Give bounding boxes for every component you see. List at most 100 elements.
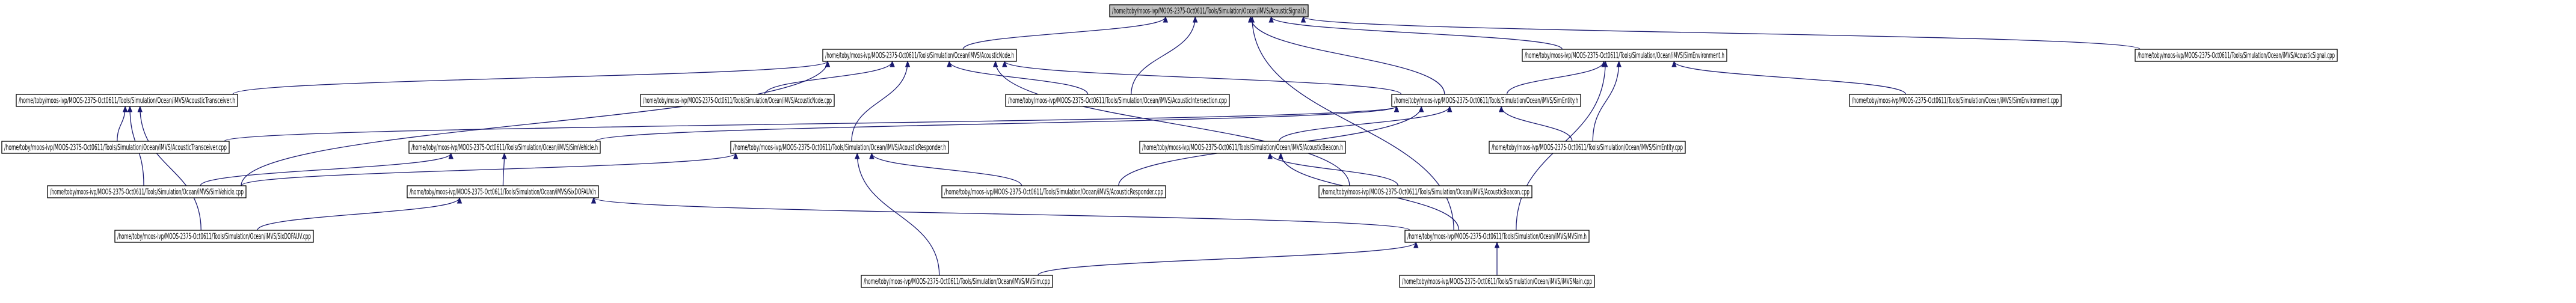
node-acousticbeacon-cpp[interactable]: /home/toby/moos-ivp/MOOS-2375-Oct0611/To… — [1318, 185, 1532, 198]
nodes-layer: /home/toby/moos-ivp/MOOS-2375-Oct0611/To… — [1, 4, 2338, 288]
node-label: /home/toby/moos-ivp/MOOS-2375-Oct0611/To… — [1394, 97, 1578, 106]
edge-acousticnode-h-to-acousticresponder-h — [851, 60, 911, 142]
edge-sixdofauv-h-to-mvsim-h — [591, 197, 1410, 231]
edge-arrowhead — [1163, 16, 1169, 23]
edge-line — [1271, 16, 1563, 50]
edge-arrowhead — [1413, 241, 1419, 248]
edge-arrowhead — [1498, 105, 1504, 112]
node-acoustictransceiver-cpp[interactable]: /home/toby/moos-ivp/MOOS-2375-Oct0611/To… — [1, 141, 230, 154]
edge-line — [1252, 16, 1454, 231]
node-acousticsignal-cpp[interactable]: /home/toby/moos-ivp/MOOS-2375-Oct0611/To… — [2135, 49, 2338, 62]
node-label: /home/toby/moos-ivp/MOOS-2375-Oct0611/To… — [944, 188, 1163, 197]
edge-arrowhead — [137, 105, 143, 112]
node-acousticnode-cpp[interactable]: /home/toby/moos-ivp/MOOS-2375-Oct0611/To… — [640, 94, 835, 107]
edge-line — [1279, 106, 1450, 142]
edge-simentity-h-to-acousticbeacon-h — [1279, 105, 1452, 142]
node-box — [640, 94, 835, 107]
node-sixdofauv-h[interactable]: /home/toby/moos-ivp/MOOS-2375-Oct0611/To… — [407, 185, 599, 198]
node-sixdofauv-cpp[interactable]: /home/toby/moos-ivp/MOOS-2375-Oct0611/To… — [114, 230, 314, 243]
edge-line — [241, 153, 736, 186]
edge-arrowhead — [1249, 16, 1255, 23]
node-acoustictransceiver-h[interactable]: /home/toby/moos-ivp/MOOS-2375-Oct0611/To… — [16, 94, 238, 107]
edge-acousticbeacon-h-to-acousticbeacon-cpp — [1267, 152, 1399, 186]
node-box — [1399, 275, 1595, 288]
node-simvehicle-cpp[interactable]: /home/toby/moos-ivp/MOOS-2375-Oct0611/To… — [47, 185, 247, 198]
node-imvsmain-cpp[interactable]: /home/toby/moos-ivp/MOOS-2375-Oct0611/To… — [1399, 275, 1595, 288]
node-label: /home/toby/moos-ivp/MOOS-2375-Oct0611/To… — [19, 97, 235, 106]
edge-arrowhead — [1002, 60, 1007, 67]
node-label: /home/toby/moos-ivp/MOOS-2375-Oct0611/To… — [1402, 278, 1592, 287]
node-acousticnode-h[interactable]: /home/toby/moos-ivp/MOOS-2375-Oct0611/To… — [822, 49, 1017, 62]
node-simentity-cpp[interactable]: /home/toby/moos-ivp/MOOS-2375-Oct0611/To… — [1489, 141, 1686, 154]
edge-line — [1673, 61, 1907, 95]
node-label: /home/toby/moos-ivp/MOOS-2375-Oct0611/To… — [1492, 144, 1683, 153]
edge-simvehicle-h-to-sixdofauv-h — [502, 152, 507, 186]
node-acousticintersection-cpp[interactable]: /home/toby/moos-ivp/MOOS-2375-Oct0611/To… — [1005, 94, 1230, 107]
edge-line — [1131, 16, 1196, 95]
node-label: /home/toby/moos-ivp/MOOS-2375-Oct0611/To… — [1112, 7, 1306, 16]
node-label: /home/toby/moos-ivp/MOOS-2375-Oct0611/To… — [825, 52, 1014, 61]
node-box — [730, 141, 949, 154]
edge-arrowhead — [502, 152, 507, 159]
edge-acousticresponder-h-to-acousticresponder-cpp — [869, 152, 1022, 186]
edge-arrowhead — [992, 60, 998, 67]
edge-simenvironment-h-to-simentity-h — [1506, 60, 1606, 95]
edge-line — [1592, 61, 1620, 142]
node-simentity-h[interactable]: /home/toby/moos-ivp/MOOS-2375-Oct0611/To… — [1391, 94, 1581, 107]
node-box — [861, 275, 1053, 288]
node-label: /home/toby/moos-ivp/MOOS-2375-Oct0611/To… — [643, 97, 832, 106]
edge-acousticsignal-h-to-acousticintersection-cpp — [1131, 16, 1198, 95]
node-box — [941, 185, 1166, 198]
node-mvsim-cpp[interactable]: /home/toby/moos-ivp/MOOS-2375-Oct0611/To… — [861, 275, 1053, 288]
node-label: /home/toby/moos-ivp/MOOS-2375-Oct0611/To… — [117, 233, 311, 242]
node-box — [1318, 185, 1532, 198]
node-label: /home/toby/moos-ivp/MOOS-2375-Oct0611/To… — [4, 144, 227, 153]
edge-acoustictransceiver-h-to-acoustictransceiver-cpp — [117, 105, 128, 142]
edge-arrowhead — [1278, 152, 1283, 159]
node-box — [1109, 4, 1309, 17]
edge-line — [1506, 61, 1605, 95]
node-mvsim-h[interactable]: /home/toby/moos-ivp/MOOS-2375-Oct0611/To… — [1404, 230, 1590, 243]
node-acousticresponder-h[interactable]: /home/toby/moos-ivp/MOOS-2375-Oct0611/To… — [730, 141, 949, 154]
node-acousticresponder-cpp[interactable]: /home/toby/moos-ivp/MOOS-2375-Oct0611/To… — [941, 185, 1166, 198]
node-label: /home/toby/moos-ivp/MOOS-2375-Oct0611/To… — [733, 144, 946, 153]
edge-line — [232, 61, 828, 95]
edge-simentity-h-to-simentity-cpp — [1498, 105, 1573, 142]
node-label: /home/toby/moos-ivp/MOOS-2375-Oct0611/To… — [1525, 52, 1724, 61]
edge-mvsim-h-to-imvsmain-cpp — [1494, 241, 1500, 275]
edge-acoustictransceiver-h-to-sixdofauv-cpp — [137, 105, 201, 231]
edge-line — [257, 197, 460, 231]
edge-arrowhead — [855, 152, 860, 159]
edge-arrowhead — [890, 60, 895, 67]
edge-arrowhead — [1394, 105, 1400, 112]
node-box — [408, 141, 601, 154]
node-simvehicle-h[interactable]: /home/toby/moos-ivp/MOOS-2375-Oct0611/To… — [408, 141, 601, 154]
node-simenvironment-h[interactable]: /home/toby/moos-ivp/MOOS-2375-Oct0611/To… — [1522, 49, 1727, 62]
node-box — [47, 185, 247, 198]
node-label: /home/toby/moos-ivp/MOOS-2375-Oct0611/To… — [1321, 188, 1529, 197]
edges-layer — [117, 16, 2141, 276]
edge-line — [1250, 16, 1445, 95]
node-label: /home/toby/moos-ivp/MOOS-2375-Oct0611/To… — [1407, 233, 1587, 242]
edge-line — [948, 61, 1089, 95]
edge-acousticsignal-h-to-simenvironment-h — [1268, 16, 1563, 50]
node-box — [1849, 94, 2062, 107]
edge-arrowhead — [591, 197, 597, 204]
node-acousticsignal-h: /home/toby/moos-ivp/MOOS-2375-Oct0611/To… — [1109, 4, 1309, 17]
edge-arrowhead — [1671, 60, 1677, 67]
edge-line — [1303, 16, 2141, 50]
edge-line — [224, 106, 1397, 142]
edge-line — [593, 197, 1410, 231]
edge-arrowhead — [1418, 105, 1424, 112]
edge-arrowhead — [1447, 105, 1452, 112]
edge-line — [871, 153, 1022, 186]
node-acousticbeacon-h[interactable]: /home/toby/moos-ivp/MOOS-2375-Oct0611/To… — [1139, 141, 1346, 154]
node-box — [822, 49, 1017, 62]
edge-line — [1004, 61, 1402, 95]
edge-mvsim-h-to-mvsim-cpp — [1037, 241, 1419, 276]
edge-arrowhead — [1494, 241, 1500, 248]
node-simenvironment-cpp[interactable]: /home/toby/moos-ivp/MOOS-2375-Oct0611/To… — [1849, 94, 2062, 107]
edge-acousticnode-h-to-simvehicle-cpp — [241, 60, 831, 186]
edge-line — [1269, 153, 1399, 186]
edge-acousticsignal-h-to-mvsim-h — [1249, 16, 1454, 231]
